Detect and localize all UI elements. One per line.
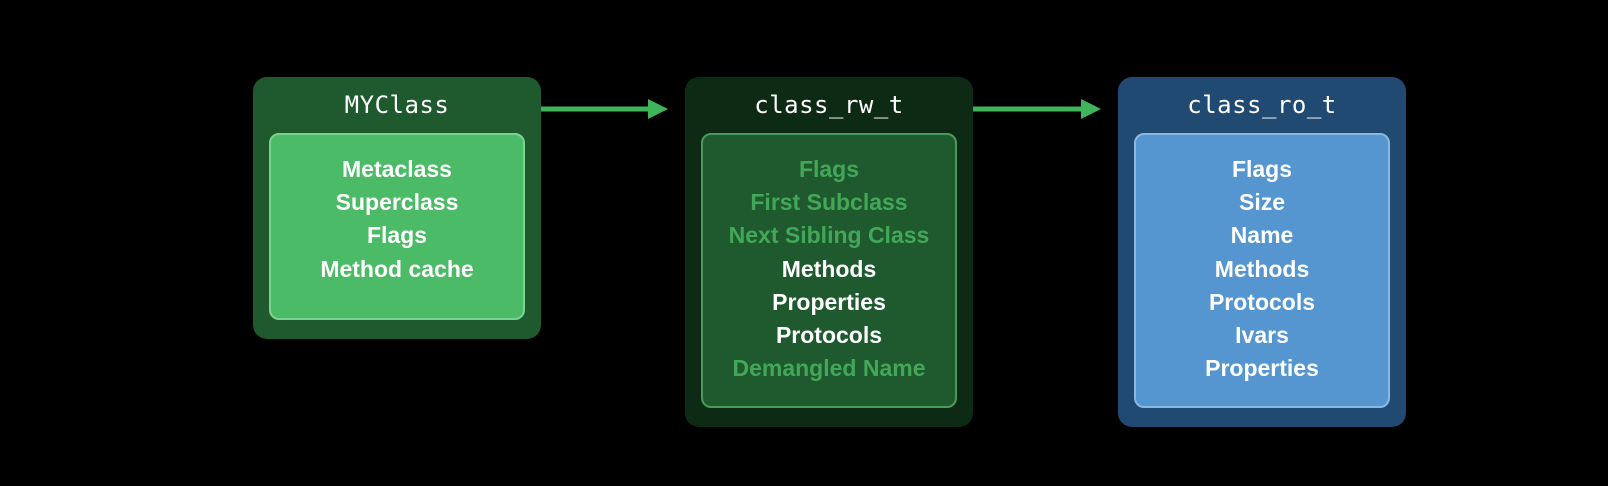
- rw-field-methods: Methods: [781, 255, 877, 282]
- arrow-myclass-to-rw: [541, 99, 668, 119]
- ro-field-name: Name: [1230, 222, 1294, 249]
- myclass-box: MYClass Metaclass Superclass Flags Metho…: [253, 77, 541, 339]
- myclass-field-metaclass: Metaclass: [342, 156, 452, 182]
- rw-field-next-sibling-class: Next Sibling Class: [728, 222, 930, 249]
- class-rw-t-title: class_rw_t: [754, 91, 904, 119]
- class-rw-t-fields: Flags First Subclass Next Sibling Class …: [701, 133, 957, 408]
- class-rw-t-box: class_rw_t Flags First Subclass Next Sib…: [685, 77, 973, 427]
- ro-field-properties: Properties: [1205, 355, 1319, 382]
- myclass-field-superclass: Superclass: [335, 189, 459, 216]
- rw-field-first-subclass: First Subclass: [750, 189, 908, 216]
- ro-field-methods: Methods: [1214, 255, 1310, 282]
- rw-field-flags: Flags: [798, 156, 860, 182]
- rw-field-properties: Properties: [772, 288, 886, 315]
- arrow-rw-to-ro: [973, 99, 1101, 119]
- myclass-field-flags: Flags: [366, 222, 428, 249]
- class-ro-t-box: class_ro_t Flags Size Name Methods Proto…: [1118, 77, 1406, 427]
- class-ro-t-title: class_ro_t: [1187, 91, 1337, 119]
- ro-field-flags: Flags: [1231, 156, 1293, 182]
- rw-field-protocols: Protocols: [775, 322, 883, 349]
- ro-field-size: Size: [1238, 189, 1286, 216]
- ro-field-ivars: Ivars: [1235, 322, 1289, 349]
- myclass-field-method-cache: Method cache: [320, 255, 474, 282]
- ro-field-protocols: Protocols: [1208, 288, 1316, 315]
- myclass-title: MYClass: [344, 91, 450, 119]
- myclass-fields: Metaclass Superclass Flags Method cache: [269, 133, 525, 320]
- rw-field-demangled-name: Demangled Name: [732, 355, 926, 382]
- class-ro-t-fields: Flags Size Name Methods Protocols Ivars …: [1134, 133, 1390, 408]
